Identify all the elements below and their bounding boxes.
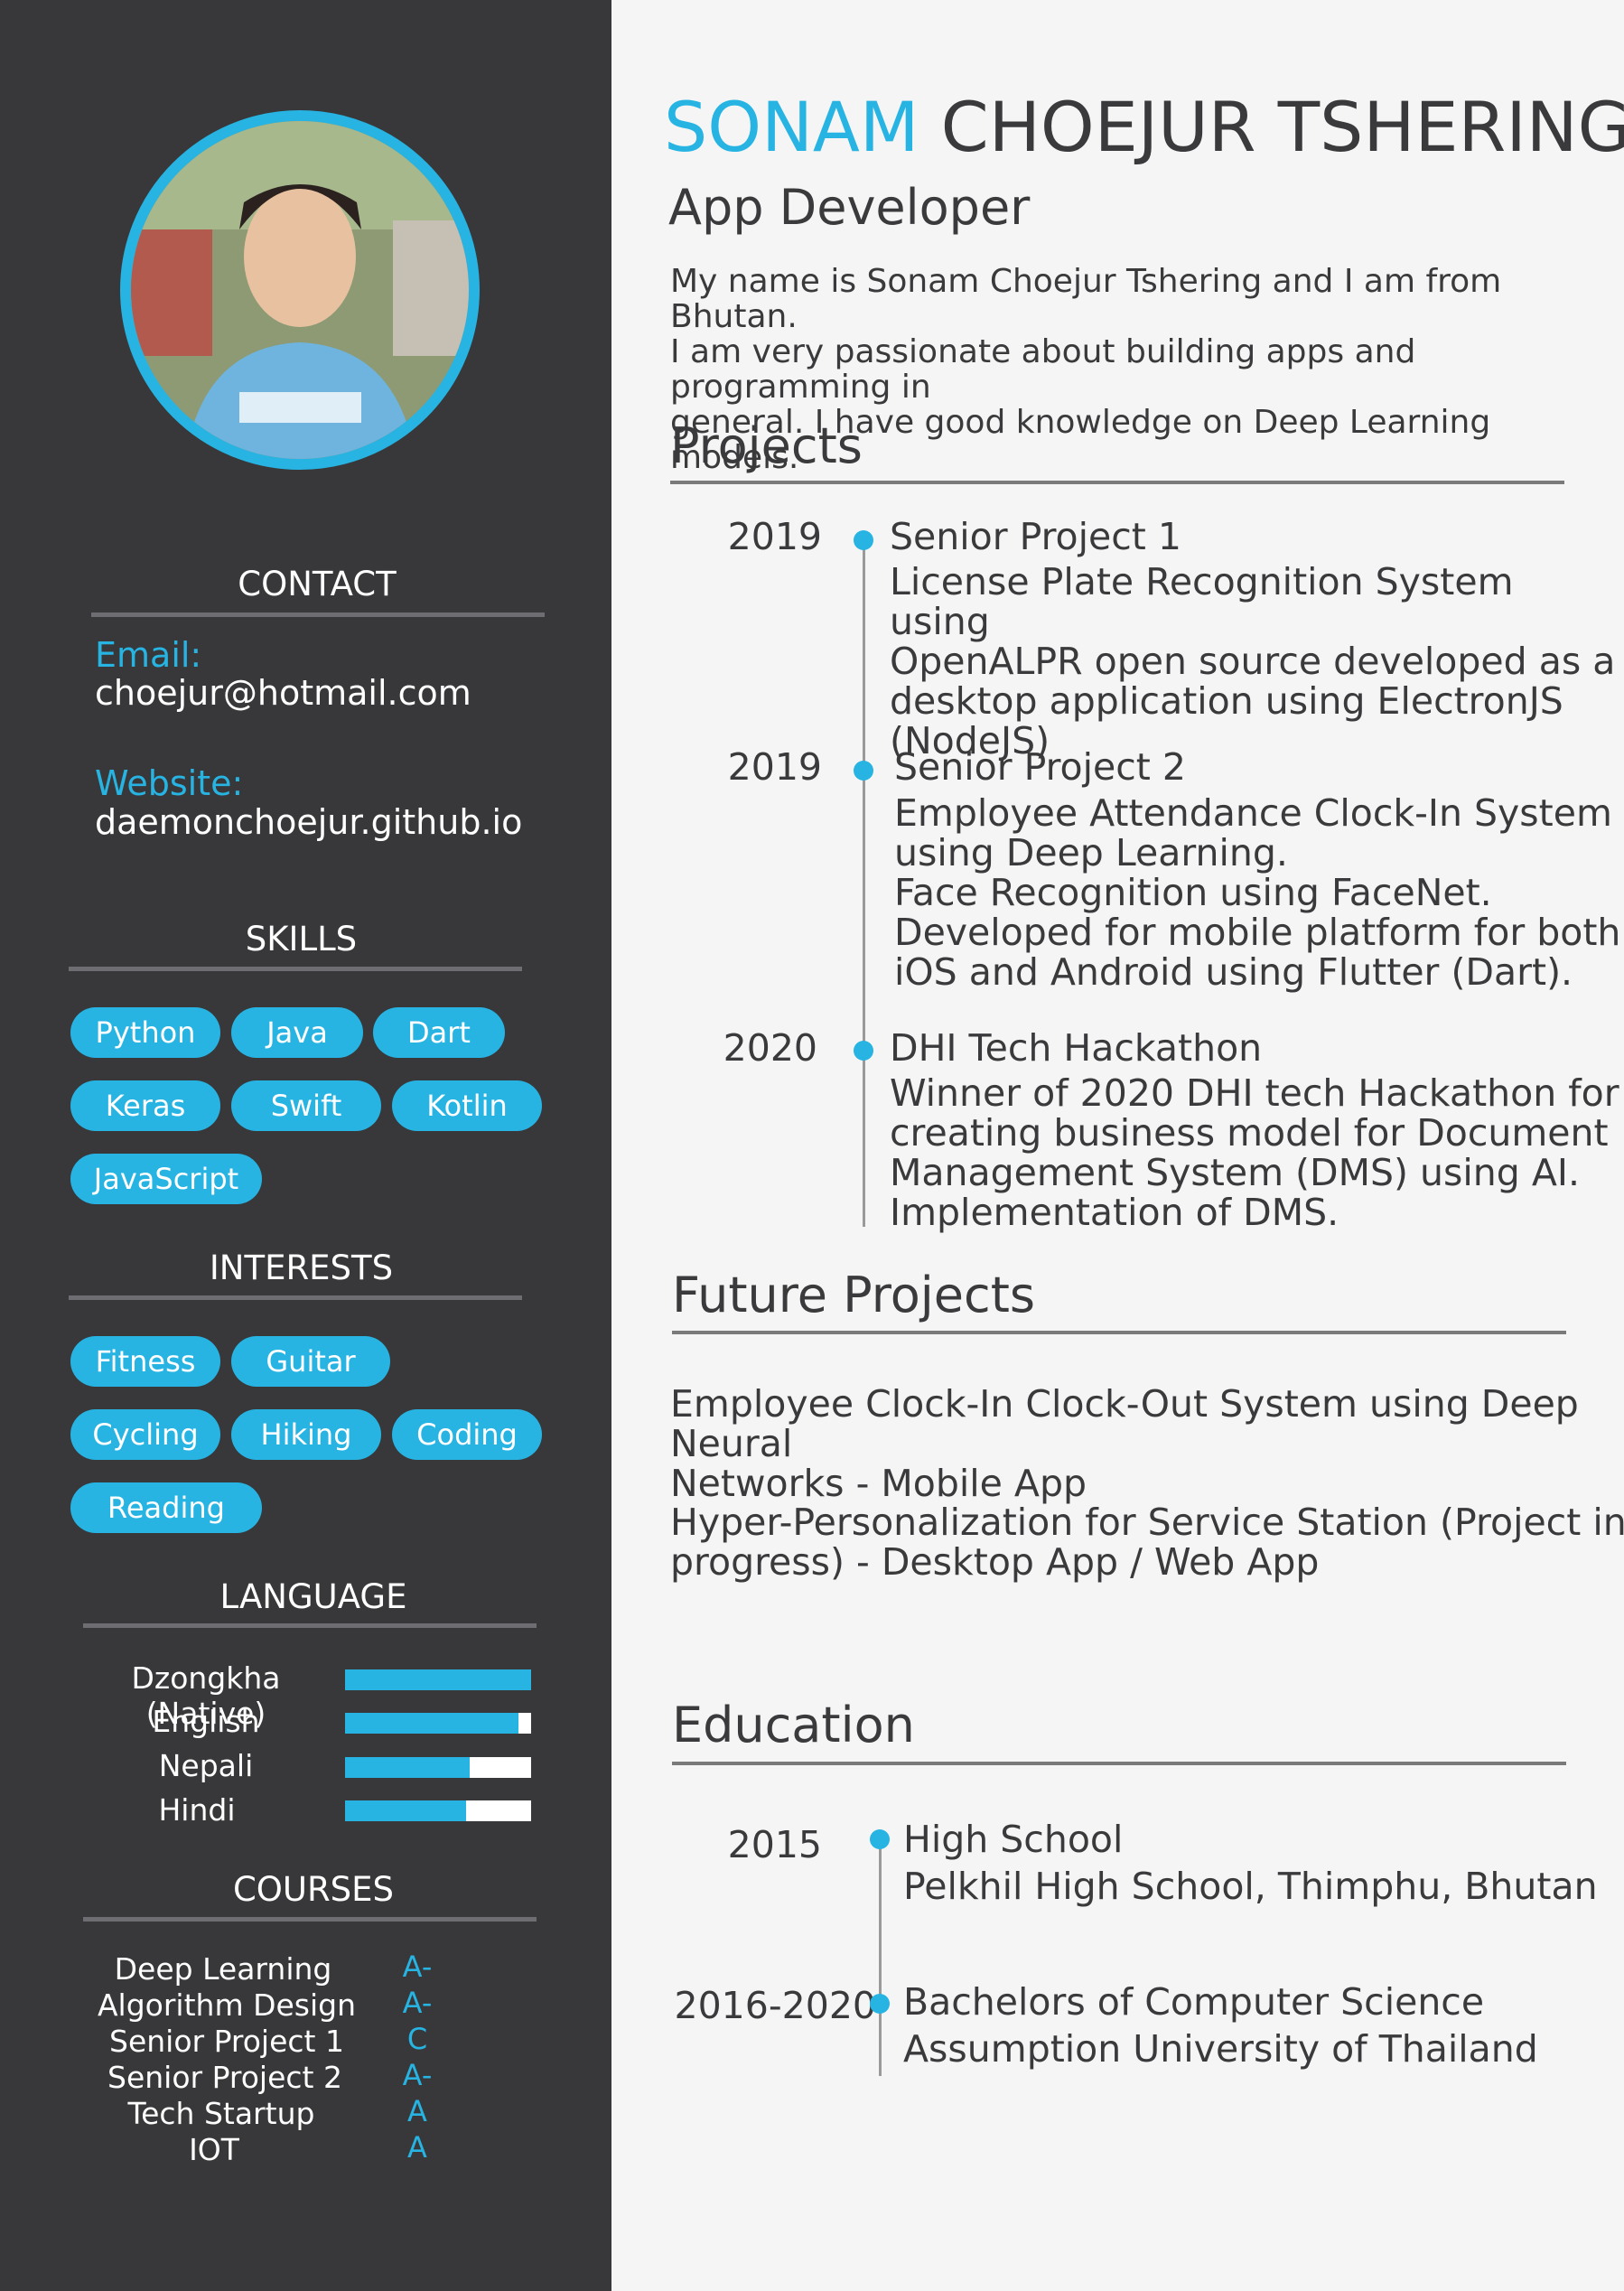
website-label: Website: [95, 763, 244, 803]
timeline-dot [854, 1041, 873, 1061]
skill-tag: Kotlin [392, 1080, 542, 1131]
language-bar [345, 1757, 531, 1778]
timeline-dot [854, 761, 873, 781]
course-grade: A- [402, 1986, 433, 2020]
language-heading: LANGUAGE [219, 1577, 407, 1616]
language-name: Dzongkha (Native) [131, 1660, 281, 1731]
project-description: Winner of 2020 DHI tech Hackathon for cr… [890, 1071, 1619, 1234]
timeline-dot [870, 1994, 890, 2014]
language-name: English [152, 1704, 260, 1739]
full-name: SONAM CHOEJUR TSHERING [664, 87, 1624, 167]
language-bar [345, 1800, 531, 1821]
courses-heading: COURSES [232, 1870, 395, 1909]
project-title: Senior Project 1 [890, 515, 1181, 558]
interest-tag: Hiking [231, 1409, 381, 1460]
project-title: DHI Tech Hackathon [890, 1026, 1263, 1070]
language-name: Nepali [158, 1748, 254, 1783]
intro-text: My name is Sonam Choejur Tshering and I … [670, 263, 1502, 476]
courses-divider [83, 1917, 537, 1922]
language-bar-fill [345, 1800, 466, 1821]
education-divider [672, 1762, 1566, 1765]
interest-tag: Reading [70, 1482, 262, 1533]
course-name: IOT [189, 2132, 239, 2167]
skills-divider [69, 967, 522, 971]
skill-tag: Swift [231, 1080, 381, 1131]
language-bar-fill [345, 1757, 471, 1778]
email-link[interactable]: choejur@hotmail.com [95, 673, 471, 713]
course-grade: C [406, 2022, 428, 2056]
project-year: 2019 [727, 515, 822, 558]
course-grade: A- [402, 2058, 433, 2092]
project-description: License Plate Recognition System using O… [890, 560, 1616, 762]
education-place: Pelkhil High School, Thimphu, Bhutan [903, 1865, 1598, 1908]
language-bar [345, 1713, 531, 1734]
profile-photo [120, 110, 480, 470]
course-grade: A [407, 2130, 427, 2165]
future-projects-divider [672, 1331, 1566, 1334]
project-title: Senior Project 2 [894, 745, 1186, 789]
interests-heading: INTERESTS [209, 1248, 394, 1287]
interest-tag: Fitness [70, 1336, 220, 1387]
education-year: 2015 [727, 1823, 822, 1866]
interest-tag: Guitar [231, 1336, 390, 1387]
course-name: Senior Project 1 [109, 2024, 344, 2059]
language-name: Hindi [158, 1792, 236, 1828]
interest-tag: Coding [392, 1409, 542, 1460]
email-label: Email: [95, 635, 202, 675]
projects-divider [670, 481, 1564, 484]
profile-photo-image [131, 121, 469, 459]
language-bar [345, 1669, 531, 1690]
skill-tag: Dart [373, 1007, 505, 1058]
course-name: Deep Learning [114, 1951, 332, 1987]
course-name: Senior Project 2 [107, 2060, 342, 2095]
last-name: CHOEJUR TSHERING [940, 87, 1624, 167]
education-place: Assumption University of Thailand [903, 2027, 1538, 2071]
skill-tag: Java [231, 1007, 363, 1058]
interest-tag: Cycling [70, 1409, 220, 1460]
language-divider [83, 1623, 537, 1628]
skills-heading: SKILLS [245, 920, 358, 958]
education-heading: Education [672, 1697, 915, 1753]
timeline-dot [854, 530, 873, 550]
course-grade: A- [402, 1950, 433, 1984]
skill-tag: JavaScript [70, 1154, 262, 1204]
project-description: Employee Attendance Clock-In System usin… [894, 791, 1621, 994]
course-name: Algorithm Design [97, 1987, 357, 2023]
course-grade: A [407, 2094, 427, 2128]
contact-heading: CONTACT [238, 565, 397, 603]
projects-heading: Projects [670, 417, 863, 474]
job-title: App Developer [668, 179, 1031, 236]
education-title: Bachelors of Computer Science [903, 1980, 1485, 2024]
skill-tag: Python [70, 1007, 220, 1058]
interests-divider [69, 1295, 522, 1300]
project-year: 2020 [723, 1026, 817, 1070]
education-title: High School [903, 1818, 1124, 1861]
website-link[interactable]: daemonchoejur.github.io [95, 802, 523, 842]
future-projects-heading: Future Projects [672, 1267, 1036, 1323]
project-year: 2019 [727, 745, 822, 789]
contact-divider [91, 612, 545, 617]
skill-tag: Keras [70, 1080, 220, 1131]
future-project-item: Hyper-Personalization for Service Statio… [670, 1501, 1624, 1584]
education-year: 2016-2020 [674, 1984, 876, 2027]
language-bar-fill [345, 1669, 531, 1690]
language-bar-fill [345, 1713, 518, 1734]
course-name: Tech Startup [127, 2096, 315, 2131]
timeline-dot [870, 1829, 890, 1849]
future-project-item: Employee Clock-In Clock-Out System using… [670, 1382, 1579, 1505]
education-timeline [879, 1834, 882, 2076]
first-name: SONAM [664, 87, 919, 167]
projects-timeline [863, 542, 865, 1227]
